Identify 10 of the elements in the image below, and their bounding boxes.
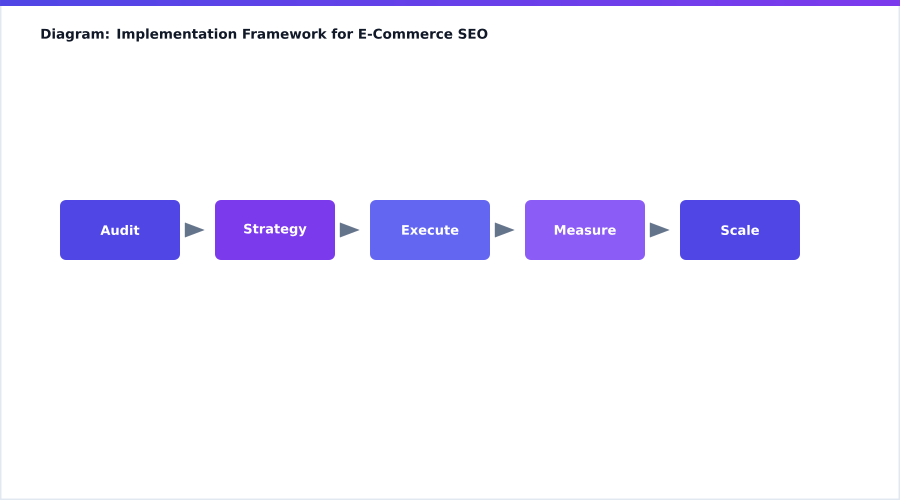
title: Diagram: Implementation Framework for E-Commerce SEO xyxy=(41,28,488,42)
arrow xyxy=(340,222,360,238)
arrow xyxy=(184,222,204,238)
arrow xyxy=(650,222,670,238)
step-box: Scale xyxy=(680,200,800,260)
step-box: Measure xyxy=(525,200,645,260)
step-box: Strategy xyxy=(215,200,335,260)
arrow xyxy=(494,222,514,238)
step-box: Audit xyxy=(60,200,180,260)
step-box: Execute xyxy=(370,200,490,260)
